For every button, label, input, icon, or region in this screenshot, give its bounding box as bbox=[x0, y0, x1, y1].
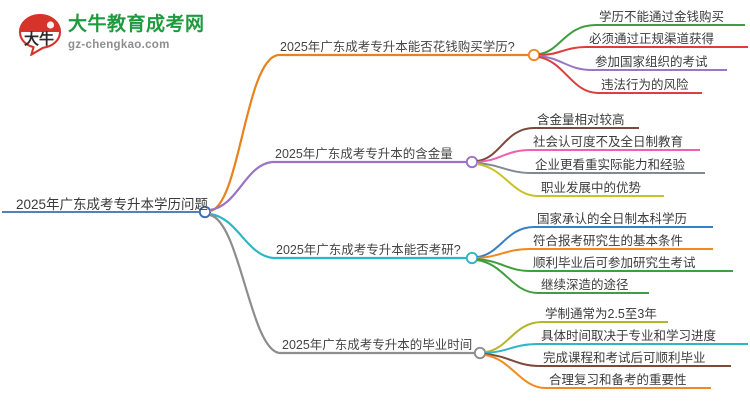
site-logo: 大牛 大牛教育成考网 gz-chengkao.com bbox=[18, 12, 233, 58]
branch-connector-3 bbox=[209, 212, 274, 260]
branch-node-circle-2[interactable] bbox=[465, 155, 479, 169]
leaf-connector-2-2 bbox=[476, 149, 531, 163]
leaf-connector-1-4 bbox=[538, 56, 599, 94]
leaf-connector-3-3 bbox=[476, 258, 531, 272]
leaf-label-2-2[interactable]: 社会认可度不及全日制教育 bbox=[533, 135, 684, 149]
logo-subtitle: gz-chengkao.com bbox=[68, 39, 170, 51]
leaf-label-1-3[interactable]: 参加国家组织的考试 bbox=[595, 55, 708, 69]
branch-connector-4 bbox=[209, 213, 280, 355]
leaf-label-4-4[interactable]: 合理复习和备考的重要性 bbox=[549, 373, 687, 387]
leaf-label-3-3[interactable]: 顺利毕业后可参加研究生考试 bbox=[533, 256, 696, 270]
branch-connector-2 bbox=[209, 160, 273, 212]
leaf-connector-1-3 bbox=[538, 55, 593, 71]
logo-mark-text: 大牛 bbox=[24, 30, 54, 48]
leaf-label-3-2[interactable]: 符合报考研究生的基本条件 bbox=[533, 234, 684, 248]
branch-node-circle-3[interactable] bbox=[465, 251, 479, 265]
leaf-label-1-2[interactable]: 必须通过正规渠道获得 bbox=[589, 32, 715, 46]
leaf-connector-4-2 bbox=[484, 343, 539, 354]
leaf-connector-3-4 bbox=[476, 259, 539, 294]
leaf-label-2-1[interactable]: 含金量相对较高 bbox=[537, 113, 625, 127]
logo-text-block: 大牛教育成考网 gz-chengkao.com bbox=[68, 14, 205, 53]
leaf-connector-2-1 bbox=[476, 127, 535, 162]
leaf-label-3-4[interactable]: 继续深造的途径 bbox=[541, 278, 629, 292]
leaf-connector-3-2 bbox=[476, 248, 531, 259]
leaf-label-2-3[interactable]: 企业更看重实际能力和经验 bbox=[535, 158, 686, 172]
leaf-label-4-3[interactable]: 完成课程和考试后可顺利毕业 bbox=[543, 351, 706, 365]
branch-node-circle-1[interactable] bbox=[527, 48, 541, 62]
leaf-connector-1-1 bbox=[538, 24, 597, 55]
branch-label-4[interactable]: 2025年广东成考专升本的毕业时间 bbox=[282, 338, 473, 352]
leaf-label-1-1[interactable]: 学历不能通过金钱购买 bbox=[599, 10, 725, 24]
leaf-connector-2-4 bbox=[476, 163, 539, 197]
leaf-connector-2-3 bbox=[476, 162, 533, 174]
leaf-connector-4-1 bbox=[484, 321, 543, 353]
branch-node-circle-4[interactable] bbox=[473, 346, 487, 360]
root-label[interactable]: 2025年广东成考专升本学历问题 bbox=[16, 197, 209, 212]
branch-connector-1 bbox=[209, 53, 279, 213]
branch-label-1[interactable]: 2025年广东成考专升本能否花钱购买学历? bbox=[280, 40, 515, 54]
leaf-connector-4-3 bbox=[484, 353, 541, 367]
leaf-label-2-4[interactable]: 职业发展中的优势 bbox=[541, 181, 642, 195]
leaf-label-3-1[interactable]: 国家承认的全日制本科学历 bbox=[537, 212, 688, 226]
branch-label-2[interactable]: 2025年广东成考专升本的含金量 bbox=[275, 147, 453, 161]
logo-title: 大牛教育成考网 bbox=[68, 14, 205, 35]
leaf-connector-3-1 bbox=[476, 226, 535, 258]
leaf-connector-4-4 bbox=[484, 354, 547, 389]
leaf-label-1-4[interactable]: 违法行为的风险 bbox=[601, 78, 689, 92]
branch-label-3[interactable]: 2025年广东成考专升本能否考研? bbox=[276, 243, 461, 257]
leaf-label-4-1[interactable]: 学制通常为2.5至3年 bbox=[545, 307, 657, 321]
leaf-connector-1-2 bbox=[538, 46, 587, 56]
logo-mark-icon: 大牛 bbox=[18, 14, 62, 56]
leaf-label-4-2[interactable]: 具体时间取决于专业和学习进度 bbox=[541, 329, 717, 343]
